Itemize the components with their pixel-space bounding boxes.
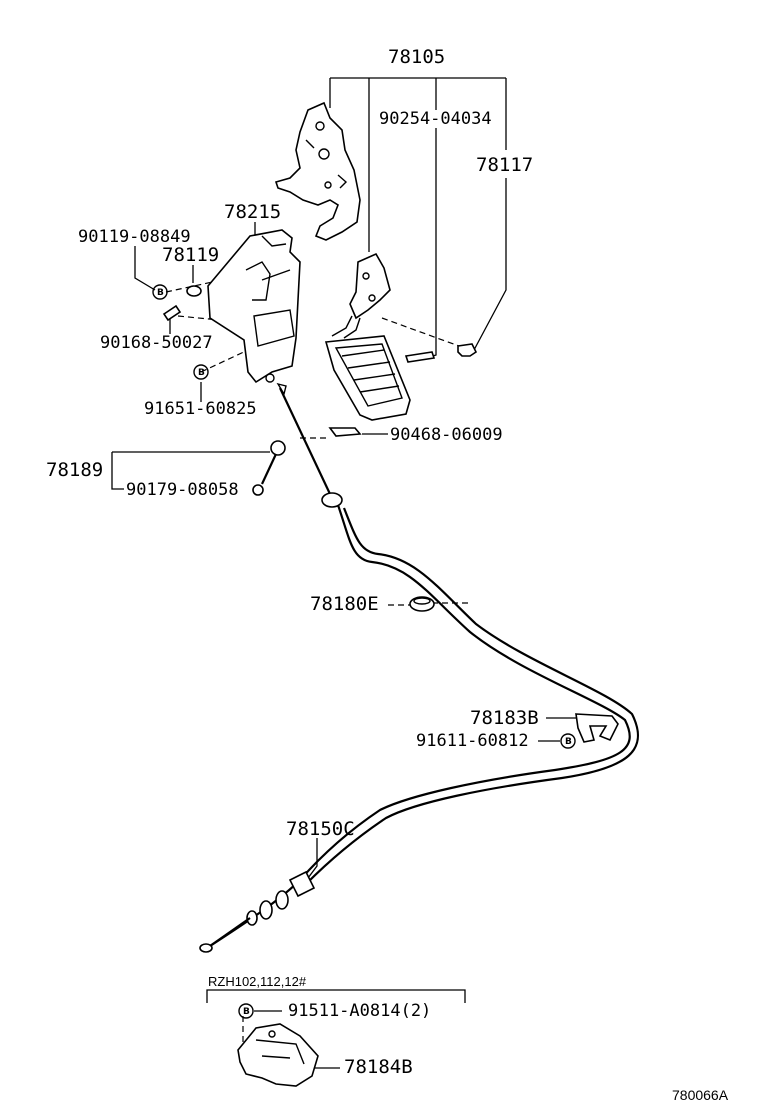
badge-91651: B [193,364,209,380]
assembly-dashed-lines [165,269,471,1050]
badge-91611: B [560,733,576,749]
badge-letter: B [565,737,572,747]
bracket-78184B [237,1023,319,1087]
label-90468-06009: 90468-06009 [390,425,503,445]
badge-letter: B [243,1007,250,1017]
badge-90119: B [152,284,168,300]
cable-rod [276,382,362,495]
badge-letter: B [157,288,164,298]
label-90168-50027: 90168-50027 [100,333,213,353]
pedal-support-bracket [274,101,361,241]
label-78117: 78117 [476,154,534,176]
leader-lines [111,77,580,1069]
figure-code: 780066A [672,1087,729,1103]
badge-91511: B [238,1003,254,1019]
label-78150C: 78150C [286,818,355,840]
label-78184B: 78184B [344,1056,413,1078]
label-78183B: 78183B [470,707,539,729]
label-90254-04034: 90254-04034 [379,109,492,129]
variant-note: RZH102,112,12# [208,974,307,989]
accelerator-cable [199,492,640,953]
label-78189: 78189 [46,459,104,481]
grommet-78180E [409,596,435,612]
badge-letter: B [198,368,205,378]
label-91611-60812: 91611-60812 [416,731,529,751]
pin-78189 [252,440,286,496]
label-78105: 78105 [388,46,446,68]
label-91511-A0814: 91511-A0814(2) [288,1001,432,1021]
label-78119: 78119 [162,244,220,266]
label-78180E: 78180E [310,593,379,615]
label-91651-60825: 91651-60825 [144,399,257,419]
label-90179-08058: 90179-08058 [126,480,239,500]
clamp-78183B [575,713,619,743]
bracket-78215 [162,229,301,384]
label-90119-08849: 90119-08849 [78,227,191,247]
label-78215: 78215 [224,201,282,223]
accelerator-pedal [324,252,478,421]
